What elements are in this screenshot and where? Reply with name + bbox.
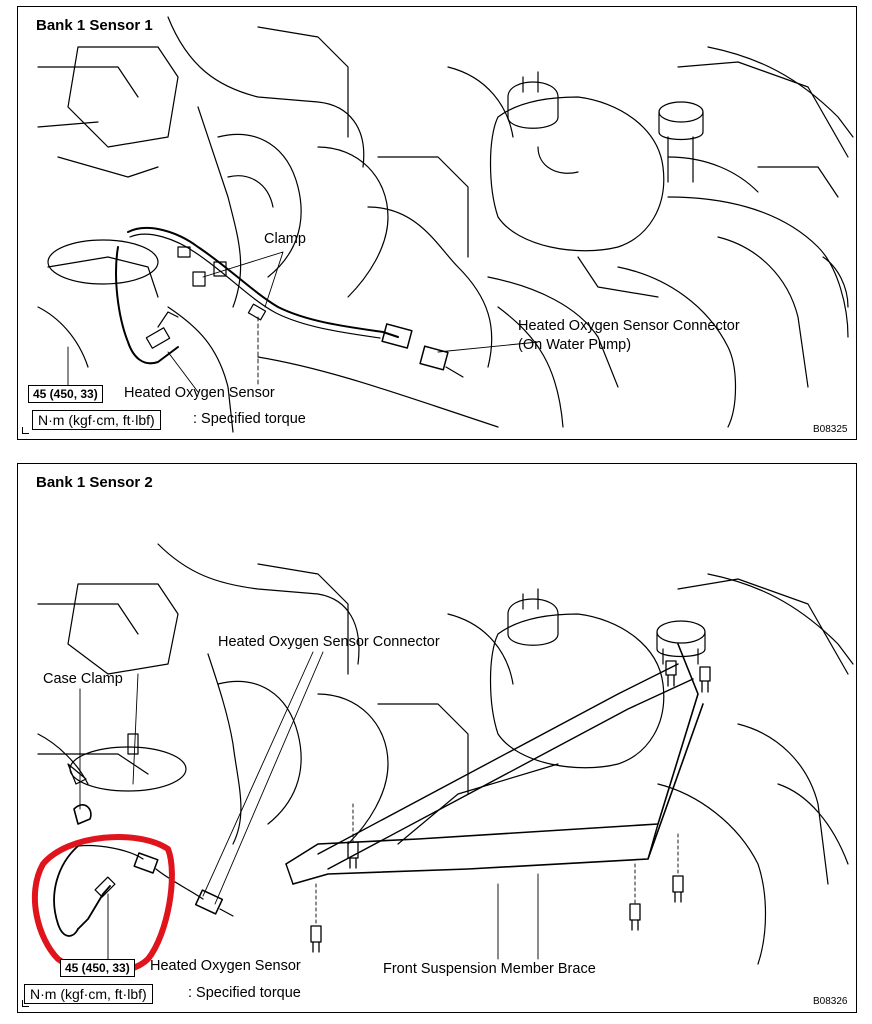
torque-value-box: 45 (450, 33) bbox=[28, 385, 103, 403]
highlight-circle bbox=[31, 834, 175, 976]
torque-unit-note: : Specified torque bbox=[193, 411, 306, 427]
corner-mark bbox=[22, 427, 29, 434]
diagram-panel-bank1-sensor1: Bank 1 Sensor 1 Clamp Heated Oxygen Sens… bbox=[17, 6, 857, 440]
engine-illustration-2 bbox=[31, 543, 854, 976]
panel-title: Bank 1 Sensor 1 bbox=[36, 17, 153, 34]
torque-unit-box: N·m (kgf·cm, ft·lbf) bbox=[32, 410, 161, 430]
panel-title: Bank 1 Sensor 2 bbox=[36, 474, 153, 491]
corner-mark bbox=[22, 1000, 29, 1007]
torque-value-box: 45 (450, 33) bbox=[60, 959, 135, 977]
clamp-label: Clamp bbox=[264, 231, 306, 247]
diagram-panel-bank1-sensor2: Bank 1 Sensor 2 Heated Oxygen Sensor Con… bbox=[17, 463, 857, 1013]
torque-unit-box: N·m (kgf·cm, ft·lbf) bbox=[24, 984, 153, 1004]
connector-label: Heated Oxygen Sensor Connector bbox=[518, 318, 740, 334]
engine-illustration-1 bbox=[37, 16, 854, 433]
connector-label: Heated Oxygen Sensor Connector bbox=[218, 634, 440, 650]
sensor-label: Heated Oxygen Sensor bbox=[124, 385, 275, 401]
figure-code: B08326 bbox=[813, 996, 848, 1007]
torque-unit-note: : Specified torque bbox=[188, 985, 301, 1001]
brace-label: Front Suspension Member Brace bbox=[383, 961, 596, 977]
sensor-label: Heated Oxygen Sensor bbox=[150, 958, 301, 974]
connector-location-label: (On Water Pump) bbox=[518, 337, 632, 353]
figure-code: B08325 bbox=[813, 424, 848, 435]
case-clamp-label: Case Clamp bbox=[43, 671, 123, 687]
